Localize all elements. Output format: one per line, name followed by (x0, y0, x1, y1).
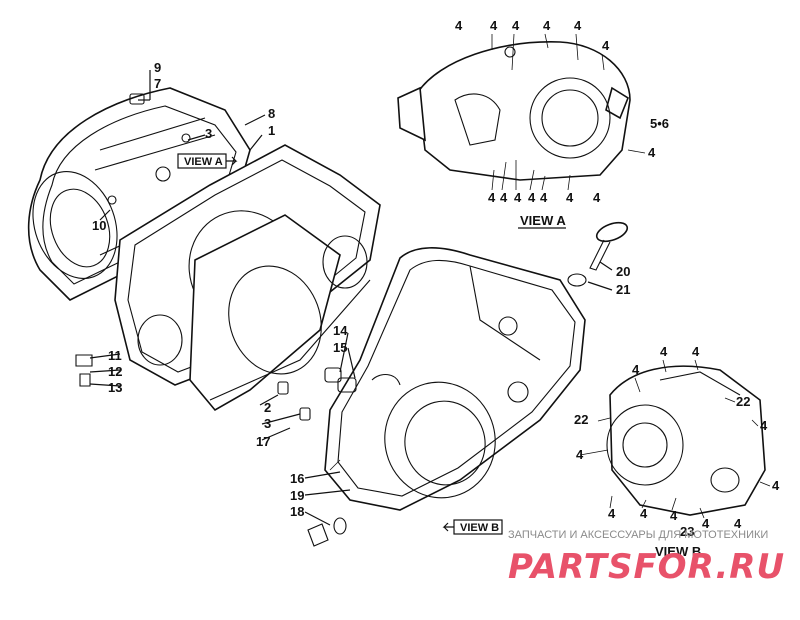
outer-cover (27, 87, 251, 301)
callout-4-4: 4 (543, 18, 551, 33)
watermark-caption: ЗАПЧАСТИ И АКСЕССУАРЫ ДЛЯ МОТОТЕХНИКИ (508, 529, 768, 541)
callout-4-2: 4 (490, 18, 498, 33)
callout-10: 10 (92, 218, 106, 233)
callout-16: 16 (290, 471, 304, 486)
view-b-cover (606, 365, 766, 516)
callout-labels: 9 7 3 8 1 10 11 12 13 2 3 17 14 15 16 19… (92, 60, 750, 539)
callout-2: 2 (264, 400, 271, 415)
callout-23: 23 (680, 524, 694, 539)
leader-lines (89, 70, 613, 526)
callout-4-8: 4 (488, 190, 496, 205)
callout-4-9: 4 (500, 190, 508, 205)
callout-4-22: 4 (640, 506, 648, 521)
callout-3-lower: 3 (264, 416, 271, 431)
callout-21: 21 (616, 282, 630, 297)
callout-4-19: 4 (576, 447, 584, 462)
callout-4-25: 4 (734, 516, 742, 531)
callout-15: 15 (333, 340, 347, 355)
watermark: ЗАПЧАСТИ И АКСЕССУАРЫ ДЛЯ МОТОТЕХНИКИ PA… (508, 529, 785, 587)
callout-5-6: 5•6 (650, 116, 669, 131)
callout-17: 17 (256, 434, 270, 449)
callout-4-17: 4 (632, 362, 640, 377)
small-hardware (75, 93, 347, 547)
view-b-caption: VIEW B (655, 544, 701, 559)
callout-4-14: 4 (593, 190, 601, 205)
callout-4-13: 4 (566, 190, 574, 205)
view-a-cover (397, 41, 631, 181)
callout-4-3: 4 (512, 18, 520, 33)
callout-4-24: 4 (702, 516, 710, 531)
callout-12: 12 (108, 364, 122, 379)
callout-13: 13 (108, 380, 122, 395)
callout-4-20: 4 (772, 478, 780, 493)
callout-18: 18 (290, 504, 304, 519)
watermark-logo: PARTSFOR.RU (508, 547, 785, 587)
callout-4-15: 4 (660, 344, 668, 359)
callout-4-5: 4 (574, 18, 582, 33)
callout-9: 9 (154, 60, 161, 75)
fastener-leader-lines (491, 33, 771, 519)
view-a-caption: VIEW A (520, 213, 566, 228)
callout-8: 8 (268, 106, 275, 121)
callout-19: 19 (290, 488, 304, 503)
callout-3-upper: 3 (205, 126, 212, 141)
inner-cover (114, 144, 381, 421)
callout-4-21: 4 (608, 506, 616, 521)
callout-4-12: 4 (540, 190, 548, 205)
callout-20: 20 (616, 264, 630, 279)
callout-4-23: 4 (670, 508, 678, 523)
callout-22-left: 22 (574, 412, 588, 427)
view-a-tag[interactable]: VIEW A (177, 153, 238, 169)
callout-4-7: 4 (648, 145, 656, 160)
callout-4-10: 4 (514, 190, 522, 205)
callout-4-1: 4 (455, 18, 463, 33)
main-cover (324, 247, 586, 511)
callout-4-18: 4 (760, 418, 768, 433)
callout-14: 14 (333, 323, 348, 338)
callout-7: 7 (154, 76, 161, 91)
oil-plug-part (567, 221, 629, 287)
callout-4-11: 4 (528, 190, 536, 205)
view-b-tag[interactable]: VIEW B (442, 519, 503, 535)
callout-4-6: 4 (602, 38, 610, 53)
view-b-tag-label: VIEW B (460, 522, 499, 534)
view-a-tag-label: VIEW A (184, 156, 223, 168)
callout-4-16: 4 (692, 344, 700, 359)
callout-22-right: 22 (736, 394, 750, 409)
fastener-4-callouts: 4 4 4 4 4 4 4 4 4 4 4 4 4 4 4 4 4 4 4 4 … (455, 18, 780, 531)
callout-1: 1 (268, 123, 275, 138)
callout-11: 11 (108, 348, 122, 363)
